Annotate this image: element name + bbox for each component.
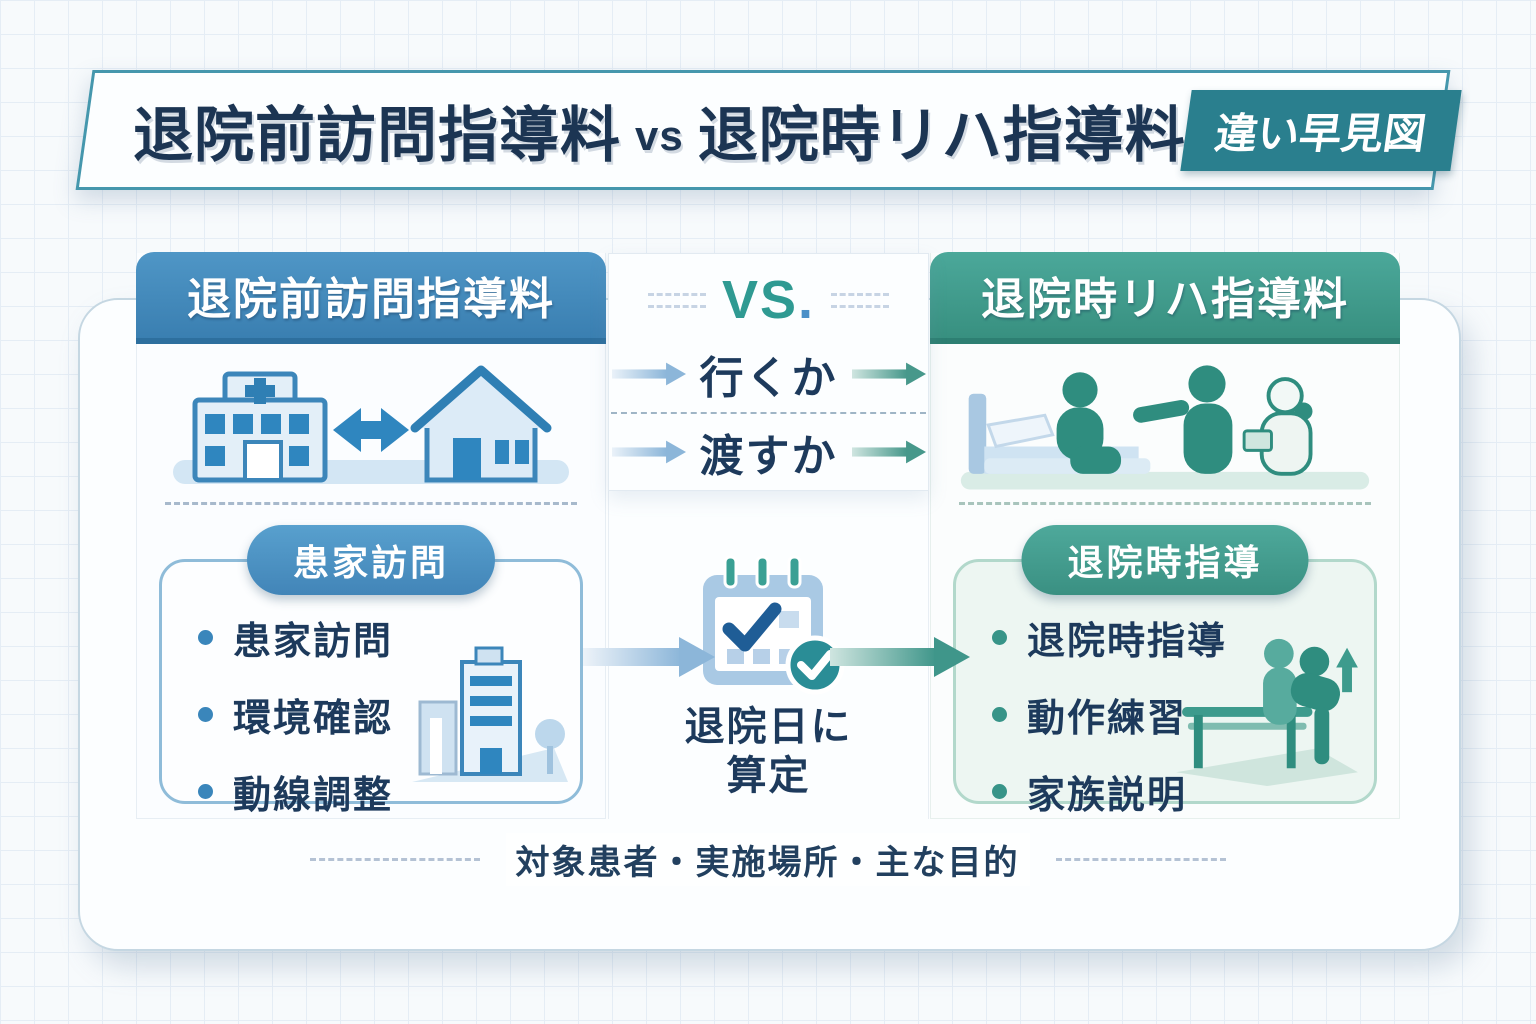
right-list-card: 退院時指導 動作練習 家族説明 [953, 559, 1377, 817]
footer-dash-right [1055, 858, 1226, 861]
flow-row-2: 渡すか [609, 414, 928, 490]
rehab-illustration [1168, 624, 1366, 795]
vs-row: VS. [609, 264, 928, 336]
bullet-icon [198, 784, 213, 799]
list-item: 環境確認 [198, 687, 580, 742]
page-title: 退院前訪問指導料 vs 退院時リハ指導料 [133, 87, 1186, 174]
left-divider [165, 502, 577, 505]
calc-caption-line2: 算定 [726, 753, 811, 798]
list-item-label: 患家訪問 [233, 621, 394, 663]
left-column-body: 患家訪問 患家訪問 環境確認 動線調整 [137, 344, 605, 818]
dash-decoration-right [831, 292, 890, 308]
calendar-check-icon [693, 553, 845, 700]
title-badge: 違い早見図 [1180, 89, 1462, 171]
vs-label: VS. [721, 270, 816, 330]
house-icon [410, 365, 552, 483]
list-item: 患家訪問 [198, 610, 580, 665]
parallel-bars-icon [1176, 638, 1358, 787]
bullet-icon [198, 707, 213, 722]
list-item-label: 環境確認 [233, 698, 394, 740]
arrow-right-icon [830, 637, 970, 682]
right-column: 退院時リハ指導料 [930, 252, 1400, 819]
footer-label-row: 対象患者・実施場所・主な目的 [78, 833, 1457, 886]
patient-icon [1056, 372, 1122, 474]
panel-divider [611, 412, 926, 414]
arrow-right-icon [583, 637, 715, 682]
list-item-label: 退院時指導 [1027, 621, 1228, 663]
building-illustration [404, 644, 572, 795]
list-item: 動作練習 [992, 687, 1374, 742]
list-item-label: 家族説明 [1027, 775, 1188, 817]
page-title-right: 退院時リハ指導料 [697, 101, 1186, 169]
page-title-left: 退院前訪問指導料 [133, 101, 621, 169]
bullet-icon [992, 707, 1007, 722]
title-banner-inner: 退院前訪問指導料 vs 退院時リハ指導料 違い早見図 [87, 73, 1462, 187]
list-item-label: 動線調整 [233, 775, 394, 817]
double-arrow-icon [333, 408, 409, 452]
therapist-icon [1133, 365, 1233, 474]
family-member-icon [1242, 377, 1313, 476]
bullet-icon [992, 784, 1007, 799]
flow-label-2: 渡すか [699, 432, 838, 481]
rehab-figures-icon [1263, 638, 1341, 765]
bedside-icon [960, 365, 1370, 490]
arrow-right-icon [851, 362, 926, 386]
calc-section: 退院日に 算定 [583, 491, 970, 819]
building-icon [412, 646, 568, 782]
footer-label: 対象患者・実施場所・主な目的 [505, 833, 1030, 886]
vs-panel: VS. 行くか 渡すか [608, 253, 929, 491]
right-column-body: 退院時指導 退院時指導 動作練習 家族説明 [931, 344, 1399, 818]
right-column-header: 退院時リハ指導料 [930, 252, 1400, 344]
left-list-card: 患家訪問 環境確認 動線調整 [159, 559, 583, 817]
flow-row-1: 行くか [609, 336, 928, 412]
bedside-guidance-illustration [955, 356, 1375, 494]
bullet-icon [198, 630, 213, 645]
arrow-right-icon [851, 440, 926, 464]
bullet-icon [992, 630, 1007, 645]
arrow-right-icon [611, 362, 686, 386]
footer-dash-left [309, 858, 480, 861]
up-arrow-icon [1336, 647, 1358, 693]
arrow-right-icon [611, 440, 686, 464]
right-divider [959, 502, 1371, 505]
title-banner: 退院前訪問指導料 vs 退院時リハ指導料 違い早見図 [75, 70, 1462, 190]
hospital-house-icon [173, 365, 569, 484]
dash-decoration-left [647, 292, 706, 308]
calc-caption: 退院日に 算定 [609, 703, 928, 801]
left-pill-badge: 患家訪問 [246, 525, 496, 595]
list-item: 退院時指導 [992, 610, 1374, 665]
list-item-label: 動作練習 [1027, 698, 1188, 740]
calc-caption-line1: 退院日に [684, 705, 853, 749]
hospital-icon [192, 371, 328, 483]
page-title-vs: vs [635, 111, 684, 159]
left-column-header: 退院前訪問指導料 [136, 252, 606, 344]
right-pill-badge: 退院時指導 [1021, 525, 1309, 595]
hospital-to-house-illustration [161, 356, 581, 494]
list-item: 動線調整 [198, 764, 580, 819]
flow-label-1: 行くか [699, 354, 838, 403]
list-item: 家族説明 [992, 764, 1374, 819]
left-column: 退院前訪問指導料 [136, 252, 606, 819]
